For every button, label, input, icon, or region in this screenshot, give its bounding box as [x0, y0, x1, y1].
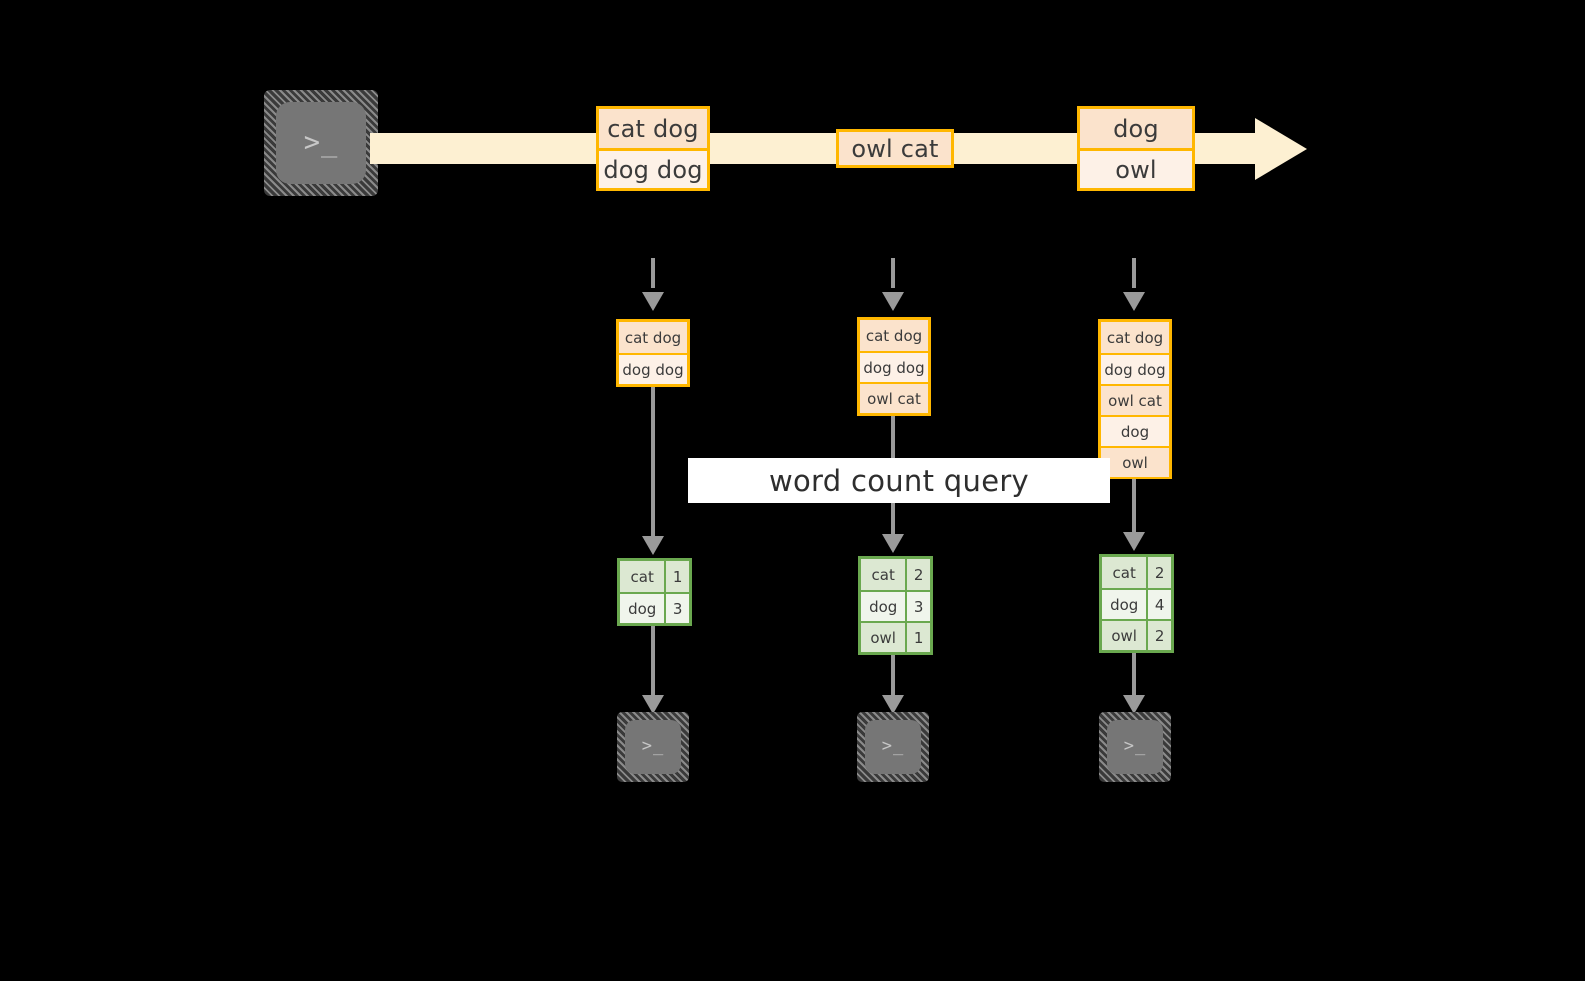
arrow-head-icon [1123, 532, 1145, 551]
result-key: cat [861, 559, 906, 590]
stream-event-box: cat dog dog dog [596, 106, 710, 191]
stream-event-box: owl cat [836, 129, 954, 168]
result-key: dog [1102, 590, 1147, 619]
arrow-head-icon [642, 695, 664, 714]
terminal-screen: >_ [865, 720, 921, 774]
snapshot-row: dog dog [860, 351, 928, 382]
snapshot-row: owl cat [860, 382, 928, 413]
result-table: cat 2 dog 3 owl 1 [858, 556, 933, 655]
stream-event-line: owl [1080, 148, 1192, 188]
result-table: cat 1 dog 3 [617, 558, 692, 626]
stream-event-box: dog owl [1077, 106, 1195, 191]
source-terminal-icon: >_ [264, 90, 378, 196]
result-key: dog [620, 594, 665, 623]
snapshot-row: dog [1101, 415, 1169, 446]
query-label: word count query [688, 458, 1110, 503]
table-row: cat 2 [861, 559, 930, 590]
result-value: 2 [1146, 621, 1171, 650]
snapshot-row: dog dog [1101, 353, 1169, 384]
terminal-prompt-glyph: >_ [641, 735, 665, 756]
result-key: dog [861, 592, 906, 621]
arrow-head-icon [882, 534, 904, 553]
snapshot-row: owl [1101, 446, 1169, 477]
arrow-head-icon [882, 292, 904, 311]
snapshot-row: cat dog [860, 320, 928, 351]
arrow-head-icon [1123, 292, 1145, 311]
table-row: dog 3 [620, 592, 689, 623]
stream-event-line: dog dog [599, 148, 707, 188]
table-row: owl 2 [1102, 619, 1171, 650]
arrow-head-icon [642, 536, 664, 555]
result-value: 1 [664, 561, 689, 592]
result-value: 3 [905, 592, 930, 621]
table-row: owl 1 [861, 621, 930, 652]
result-key: owl [861, 623, 906, 652]
sink-terminal-icon: >_ [857, 712, 929, 782]
table-row: dog 4 [1102, 588, 1171, 619]
snapshot-stack: cat dog dog dog [616, 319, 690, 387]
snapshot-stack: cat dog dog dog owl cat [857, 317, 931, 416]
result-value: 2 [1146, 557, 1171, 588]
sink-terminal-icon: >_ [617, 712, 689, 782]
result-key: cat [1102, 557, 1147, 588]
result-key: cat [620, 561, 665, 592]
terminal-prompt-glyph: >_ [303, 126, 339, 158]
terminal-prompt-glyph: >_ [881, 735, 905, 756]
snapshot-row: cat dog [1101, 322, 1169, 353]
stream-event-line: cat dog [599, 109, 707, 148]
stream-event-line: owl cat [839, 132, 951, 165]
snapshot-row: owl cat [1101, 384, 1169, 415]
result-value: 2 [905, 559, 930, 590]
terminal-screen: >_ [276, 102, 366, 184]
table-row: cat 1 [620, 561, 689, 592]
table-row: dog 3 [861, 590, 930, 621]
snapshot-row: dog dog [619, 353, 687, 384]
snapshot-row: cat dog [619, 322, 687, 353]
arrow-head-icon [642, 292, 664, 311]
result-value: 4 [1146, 590, 1171, 619]
terminal-screen: >_ [1107, 720, 1163, 774]
stream-event-line: dog [1080, 109, 1192, 148]
arrow-head-icon [1123, 695, 1145, 714]
arrow-head-icon [882, 695, 904, 714]
stream-arrow-head-icon [1255, 118, 1307, 180]
terminal-screen: >_ [625, 720, 681, 774]
result-key: owl [1102, 621, 1147, 650]
result-value: 1 [905, 623, 930, 652]
terminal-prompt-glyph: >_ [1123, 735, 1147, 756]
result-value: 3 [664, 594, 689, 623]
sink-terminal-icon: >_ [1099, 712, 1171, 782]
snapshot-stack: cat dog dog dog owl cat dog owl [1098, 319, 1172, 479]
table-row: cat 2 [1102, 557, 1171, 588]
result-table: cat 2 dog 4 owl 2 [1099, 554, 1174, 653]
